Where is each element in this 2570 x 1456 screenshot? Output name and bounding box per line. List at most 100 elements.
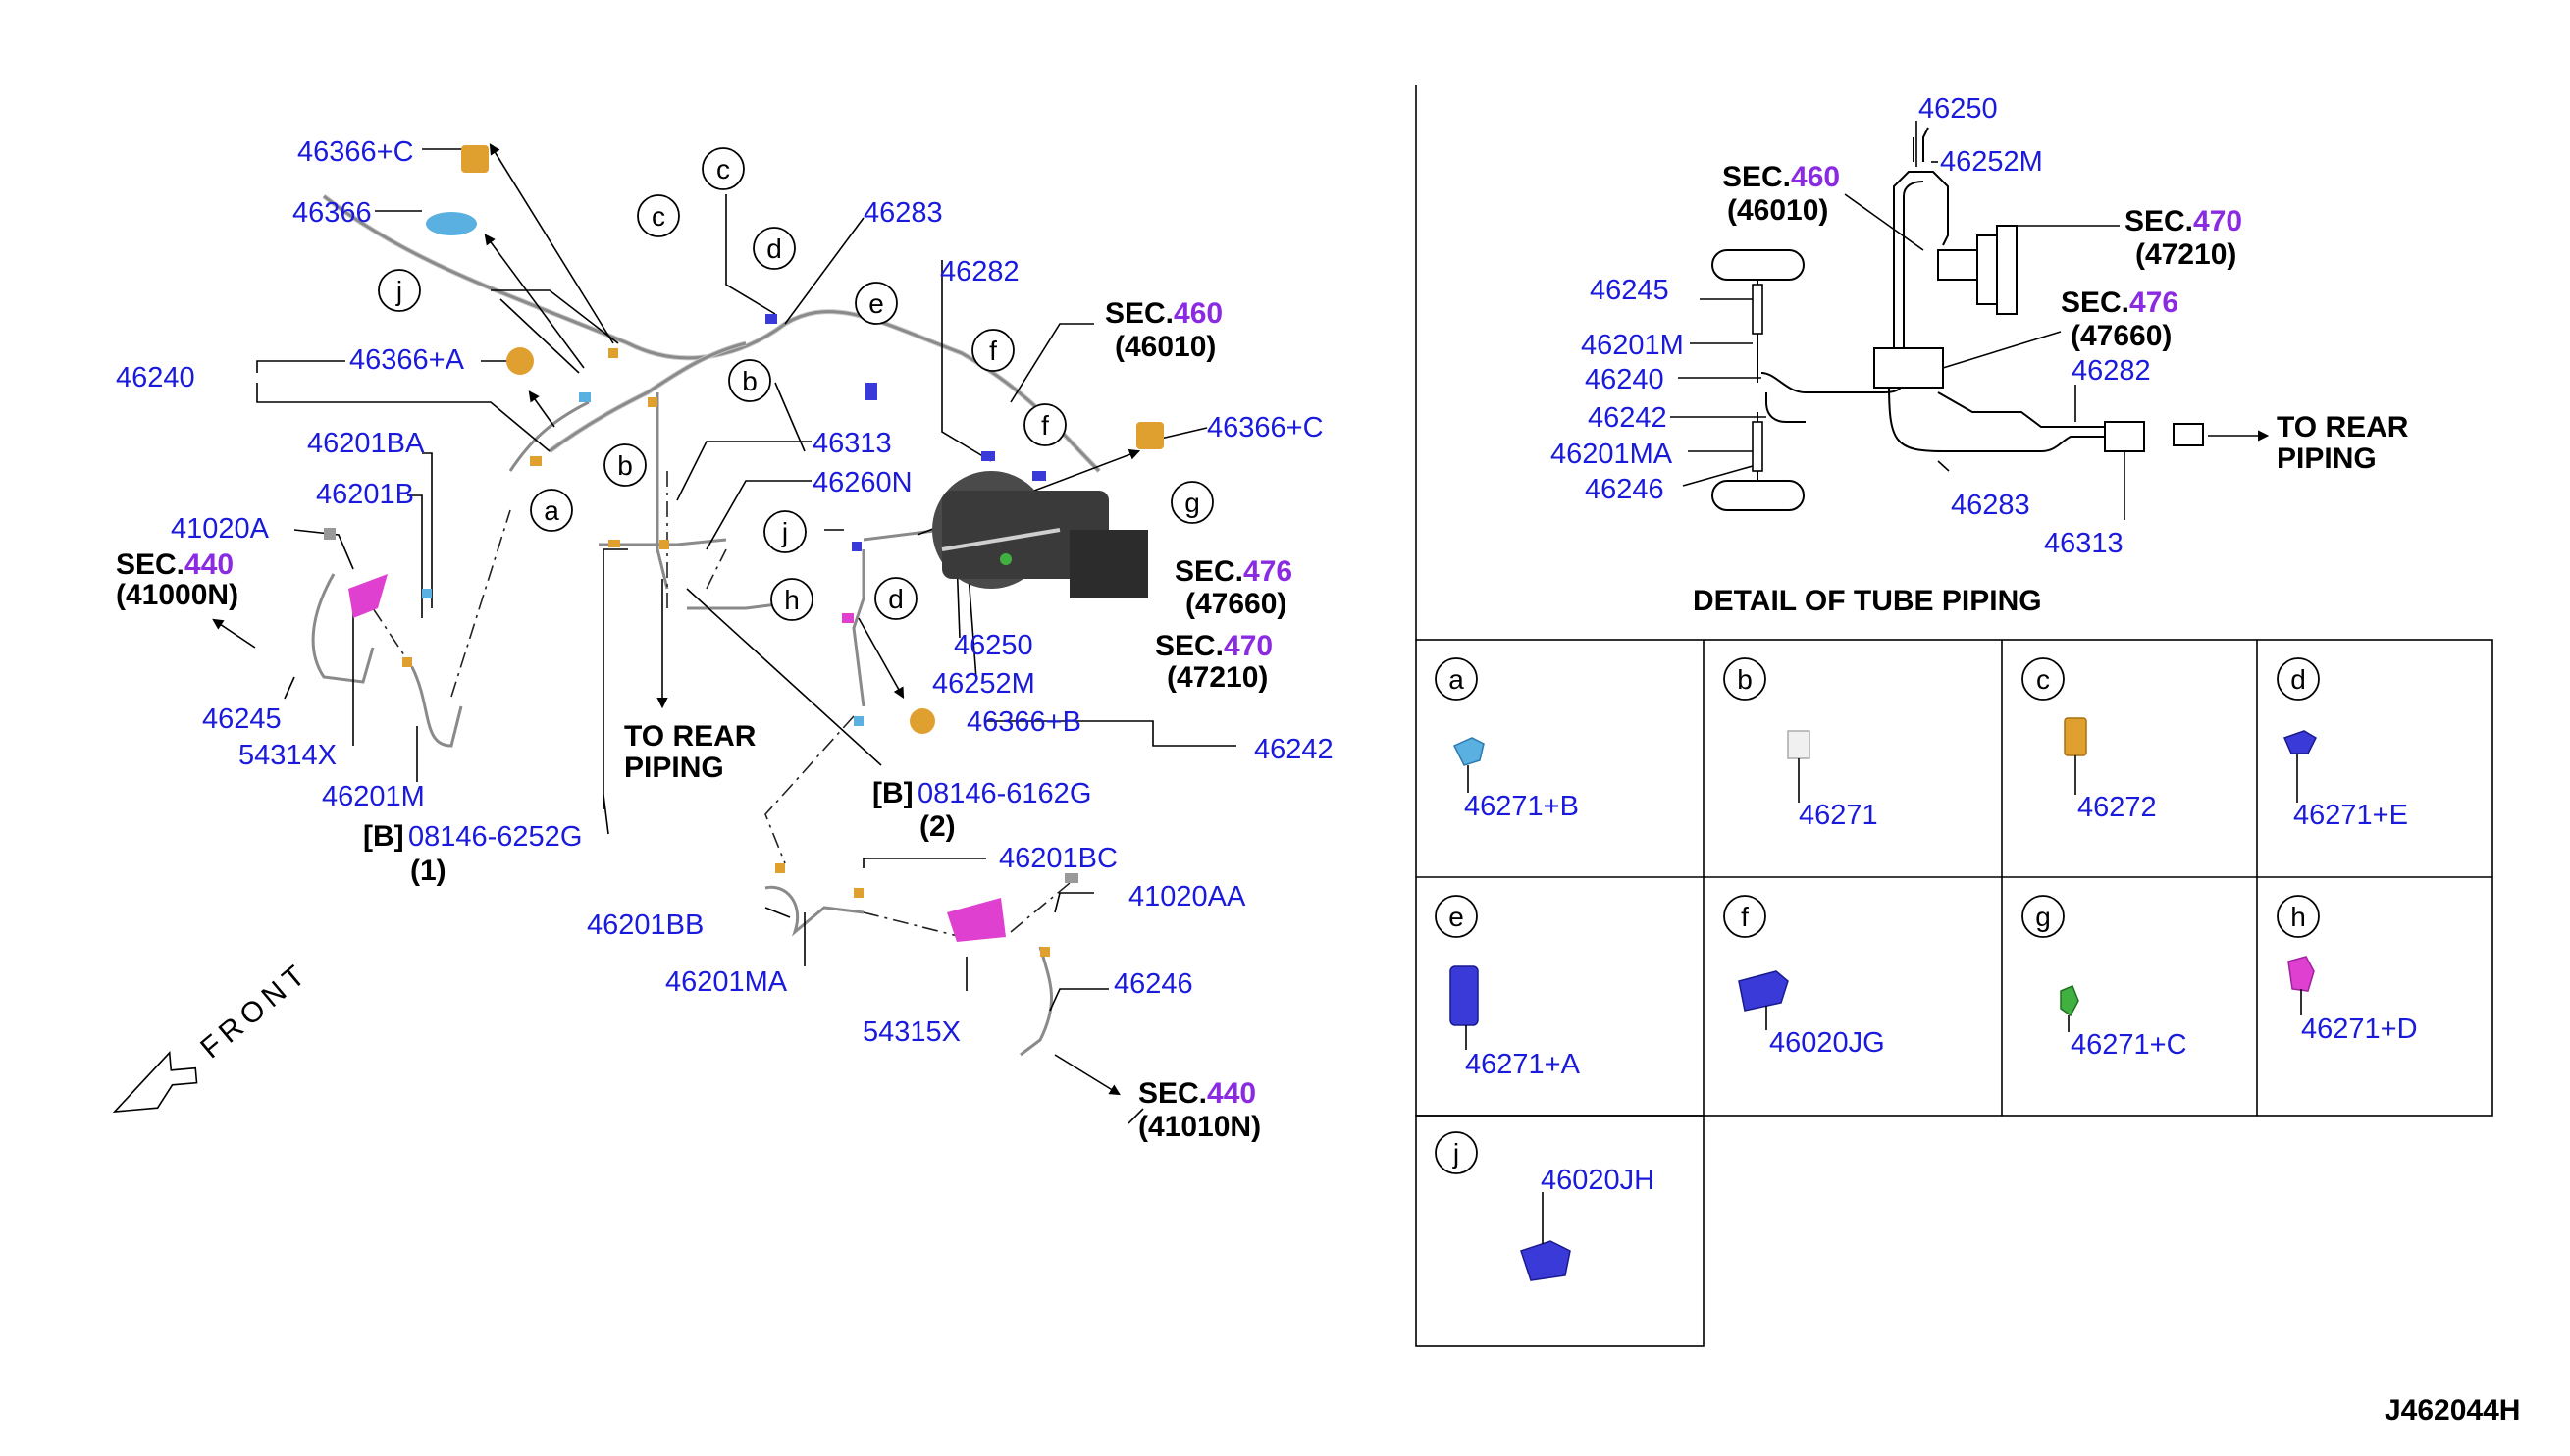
section-sub-47660: (47660) xyxy=(1185,588,1286,620)
label-46201bb: 46201BB xyxy=(587,910,704,941)
label-46366b: 46366+B xyxy=(967,706,1081,738)
svg-text:f: f xyxy=(989,336,997,366)
detail-title: DETAIL OF TUBE PIPING xyxy=(1693,585,2042,617)
label-41020aa: 41020AA xyxy=(1128,881,1246,912)
callout-j-mid: j xyxy=(763,510,807,553)
label-46240: 46240 xyxy=(116,362,195,393)
svg-text:a: a xyxy=(544,495,559,526)
label-46282: 46282 xyxy=(940,256,1020,287)
section-ref-470: SEC.470 xyxy=(1155,630,1273,662)
callout-d-mid: d xyxy=(874,577,918,620)
detail-section-476: SEC.476 xyxy=(2061,286,2178,319)
svg-text:b: b xyxy=(1737,664,1753,695)
callout-j-top: j xyxy=(378,269,421,312)
detail-section-46010: (46010) xyxy=(1727,194,1828,227)
section-sub-47210: (47210) xyxy=(1167,661,1268,694)
brake-booster-assembly xyxy=(932,471,1148,598)
clip-cell-d: d 46271+E xyxy=(2277,657,2408,831)
bolt-tag-1: [B] xyxy=(363,820,404,853)
svg-text:h: h xyxy=(784,585,800,615)
label-46201ba: 46201BA xyxy=(307,428,425,459)
svg-text:f: f xyxy=(1041,410,1049,441)
section-ref-440-bottom: SEC.440 xyxy=(1138,1077,1256,1110)
svg-text:c: c xyxy=(716,154,730,184)
section-sub-46010: (46010) xyxy=(1115,331,1216,363)
label-46201ma: 46201MA xyxy=(665,966,788,998)
label-46366c-top: 46366+C xyxy=(297,136,414,168)
svg-text:a: a xyxy=(1448,664,1464,695)
detail-label-46250: 46250 xyxy=(1918,93,1998,125)
main-assembly-view: a b b c c d d e f f g h j j 46366+C 4636… xyxy=(112,136,1334,1143)
bolt-qty-2: (2) xyxy=(919,810,956,843)
clip-part-d: 46271+E xyxy=(2293,800,2408,831)
callout-h: h xyxy=(770,578,813,621)
detail-rear-piping-line2: PIPING xyxy=(2277,442,2377,475)
callout-f-top: f xyxy=(971,329,1015,372)
callout-a: a xyxy=(530,489,573,532)
clip-cell-f: f 46020JG xyxy=(1723,895,1885,1059)
rear-piping-label-line1: TO REAR xyxy=(624,720,757,753)
svg-text:c: c xyxy=(652,201,665,232)
clip-cell-h: h 46271+D xyxy=(2277,895,2418,1045)
section-ref-460: SEC.460 xyxy=(1105,297,1223,330)
rear-piping-label-line2: PIPING xyxy=(624,752,724,784)
section-ref-476: SEC.476 xyxy=(1175,555,1292,588)
clip-cell-b: b 46271 xyxy=(1723,657,1878,831)
label-bolt-08146-6252g: 08146-6252G xyxy=(408,821,582,853)
clip-part-g: 46271+C xyxy=(2071,1029,2187,1061)
clip-cell-g: g 46271+C xyxy=(2021,895,2187,1061)
label-bolt-08146-6162g: 08146-6162G xyxy=(918,778,1091,809)
label-46245: 46245 xyxy=(202,703,282,735)
clip-part-f: 46020JG xyxy=(1769,1027,1885,1059)
clip-cell-e: e 46271+A xyxy=(1435,895,1581,1080)
svg-text:c: c xyxy=(2036,664,2050,695)
detail-section-460: SEC.460 xyxy=(1722,161,1840,193)
detail-tube-piping: 46250 46252M SEC.460 (46010) SEC.470 (47… xyxy=(1550,93,2409,617)
label-46201m: 46201M xyxy=(322,781,425,812)
clip-part-j: 46020JH xyxy=(1541,1165,1654,1196)
clip-detail-grid: a 46271+B b 46271 c 46272 d 46271+E xyxy=(1415,639,2493,1347)
detail-label-46201ma: 46201MA xyxy=(1550,439,1673,470)
detail-section-47210: (47210) xyxy=(2135,238,2236,271)
section-ref-440-left: SEC.440 xyxy=(116,548,234,581)
detail-label-46313: 46313 xyxy=(2044,528,2124,559)
callout-c-right: c xyxy=(702,147,745,190)
label-41020a: 41020A xyxy=(171,513,270,545)
callout-b-right: b xyxy=(728,359,771,402)
svg-text:j: j xyxy=(395,276,402,306)
label-46252m: 46252M xyxy=(932,668,1035,700)
callout-b-left: b xyxy=(603,443,647,487)
callout-g: g xyxy=(1171,481,1214,524)
clip-markers xyxy=(324,145,1164,957)
detail-section-47660: (47660) xyxy=(2071,320,2172,352)
label-46201b: 46201B xyxy=(316,479,414,510)
svg-text:b: b xyxy=(742,366,758,396)
svg-text:e: e xyxy=(868,288,884,319)
clip-part-c: 46272 xyxy=(2077,792,2157,823)
bolt-qty-1: (1) xyxy=(410,855,446,887)
detail-label-46201m: 46201M xyxy=(1581,330,1684,361)
svg-text:d: d xyxy=(888,584,904,614)
front-direction-arrow: FRONT xyxy=(112,956,316,1114)
clip-cell-c: c 46272 xyxy=(2021,657,2157,823)
detail-label-46242: 46242 xyxy=(1588,402,1667,434)
section-sub-41000n: (41000N) xyxy=(116,579,238,611)
label-54314x: 54314X xyxy=(238,740,337,771)
label-46260n: 46260N xyxy=(813,467,913,498)
clip-part-e: 46271+A xyxy=(1465,1049,1581,1080)
label-46242: 46242 xyxy=(1254,734,1334,765)
svg-text:e: e xyxy=(1448,902,1464,932)
label-46313: 46313 xyxy=(813,428,892,459)
clip-cell-j: j 46020JH xyxy=(1435,1131,1654,1281)
detail-label-46252m: 46252M xyxy=(1940,146,2043,178)
bolt-tag-2: [B] xyxy=(872,777,914,809)
callout-e: e xyxy=(855,282,898,325)
detail-label-46240: 46240 xyxy=(1585,364,1664,395)
clip-part-a: 46271+B xyxy=(1464,791,1579,822)
front-label: FRONT xyxy=(194,956,315,1065)
clip-part-h: 46271+D xyxy=(2301,1014,2418,1045)
detail-rear-piping-line1: TO REAR xyxy=(2277,411,2409,443)
callout-d-top: d xyxy=(753,227,796,270)
label-46366c-right: 46366+C xyxy=(1207,412,1324,443)
